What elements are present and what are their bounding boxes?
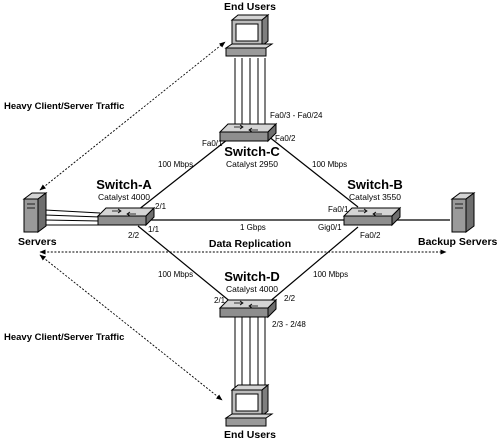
switch-c-name: Switch-C: [224, 144, 280, 159]
switch-c-icon: [218, 122, 278, 143]
port-b-fa01: Fa0/1: [328, 205, 349, 214]
traffic-arrow-bottom: [39, 254, 223, 401]
servers-label: Servers: [18, 236, 57, 248]
switch-d-model: Catalyst 4000: [226, 284, 278, 294]
backup-servers-label: Backup Servers: [418, 236, 498, 248]
port-a-21: 2/1: [155, 202, 167, 211]
link-d-end-users-bottom: [234, 316, 266, 388]
speed-d-b: 100 Mbps: [313, 270, 348, 279]
link-servers-a: [44, 209, 101, 226]
speed-a-d: 100 Mbps: [158, 270, 193, 279]
traffic-label-bottom: Heavy Client/Server Traffic: [4, 332, 124, 343]
link-c-b: [267, 135, 359, 208]
port-b-fa02: Fa0/2: [360, 231, 381, 240]
port-d-21: 2/1: [214, 296, 226, 305]
traffic-label-top: Heavy Client/Server Traffic: [4, 101, 124, 112]
switch-b-icon: [342, 206, 402, 227]
workstation-bottom-icon: [224, 383, 274, 427]
workstation-top-icon: [224, 13, 274, 57]
port-c-fa02: Fa0/2: [275, 134, 296, 143]
port-d-range: 2/3 - 2/48: [272, 320, 306, 329]
end-users-bottom-label: End Users: [224, 429, 276, 441]
switch-b-name: Switch-B: [347, 177, 403, 192]
speed-c-b: 100 Mbps: [312, 160, 347, 169]
replication-label: Data Replication: [209, 238, 291, 250]
traffic-arrow-top: [39, 41, 226, 191]
switch-c-model: Catalyst 2950: [226, 159, 278, 169]
switch-d-name: Switch-D: [224, 269, 280, 284]
link-d-b: [267, 226, 359, 304]
port-c-fa01: Fa0/1: [202, 139, 223, 148]
switch-a-model: Catalyst 4000: [98, 192, 150, 202]
port-a-22: 2/2: [128, 231, 140, 240]
switch-a-name: Switch-A: [96, 177, 152, 192]
port-a-11: 1/1: [148, 225, 160, 234]
link-c-end-users-top: [234, 58, 266, 126]
switch-a-icon: [96, 206, 156, 227]
end-users-top-label: End Users: [224, 1, 276, 13]
port-c-range: Fa0/3 - Fa0/24: [270, 111, 323, 120]
speed-a-b: 1 Gbps: [240, 223, 266, 232]
switch-b-model: Catalyst 3550: [349, 192, 401, 202]
port-d-22: 2/2: [284, 294, 296, 303]
switch-d-icon: [218, 298, 278, 319]
speed-a-c: 100 Mbps: [158, 160, 193, 169]
link-a-d: [137, 225, 233, 304]
port-b-gig01: Gig0/1: [318, 223, 342, 232]
servers-icon: [22, 192, 48, 233]
backup-servers-icon: [450, 192, 476, 233]
link-a-c: [137, 135, 233, 211]
